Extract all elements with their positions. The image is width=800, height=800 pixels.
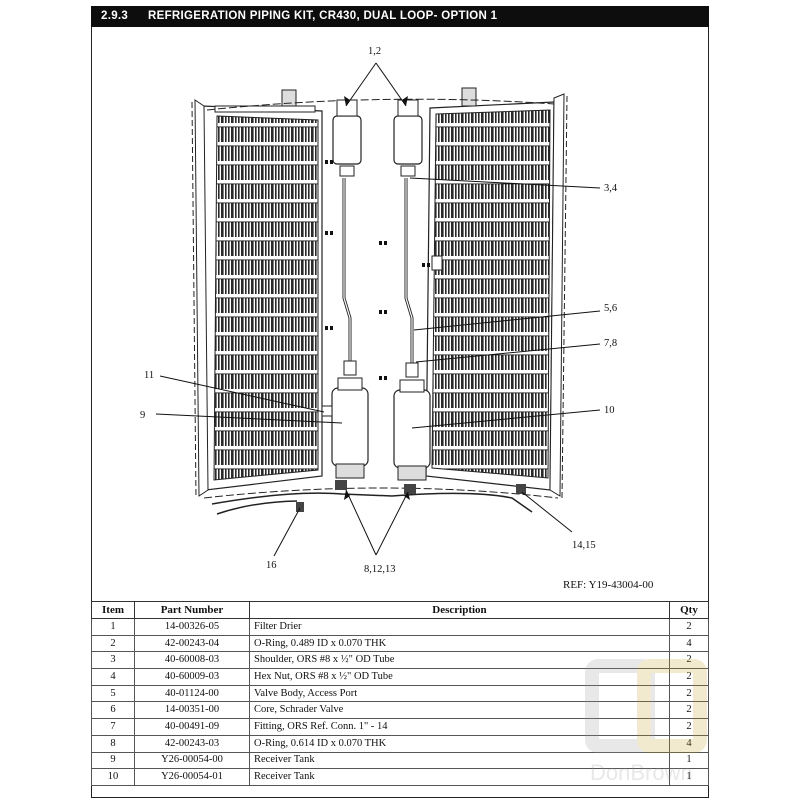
qty-cell: 2 [669,668,709,686]
qty-cell: 2 [669,718,709,736]
part-number-cell: 42-00243-04 [134,634,250,653]
left-condenser [191,89,323,499]
column-header-qty: Qty [669,601,709,619]
description-cell: Fitting, ORS Ref. Conn. 1" - 14 [249,718,670,736]
qty-cell: 4 [669,734,709,753]
table-header-row: Item Part Number Description Qty [91,601,709,619]
item-cell: 2 [91,634,135,653]
description-cell: O-Ring, 0.614 ID x 0.070 THK [249,734,670,753]
section-number: 2.9.3 [101,10,129,22]
description-cell: O-Ring, 0.489 ID x 0.070 THK [249,634,670,653]
part-number-cell: Y26-00054-01 [134,768,250,786]
qty-cell: 4 [669,634,709,653]
qty-cell: 2 [669,701,709,720]
part-number-cell: 40-01124-00 [134,684,250,703]
item-cell: 6 [91,701,135,720]
part-number-cell: Y26-00054-00 [134,751,250,770]
column-header-description: Description [249,601,670,619]
item-cell: 1 [91,618,135,636]
receiver-tank-left [321,377,369,479]
description-cell: Valve Body, Access Port [249,684,670,703]
item-cell: 5 [91,684,135,703]
section-header: 2.9.3 REFRIGERATION PIPING KIT, CR430, D… [91,6,709,27]
callout-5-6: 5,6 [604,303,617,314]
callout-1-2: 1,2 [368,46,381,57]
callout-3-4: 3,4 [604,183,618,194]
callout-7-8: 7,8 [604,338,617,349]
callout-14-15: 14,15 [572,540,596,551]
callout-9: 9 [140,410,145,421]
description-cell: Core, Schrader Valve [249,701,670,720]
item-cell: 9 [91,751,135,770]
description-cell: Hex Nut, ORS #8 x ½" OD Tube [249,668,670,686]
qty-cell: 2 [669,651,709,670]
item-cell: 10 [91,768,135,786]
part-number-cell: 40-60009-03 [134,668,250,686]
part-number-cell: 42-00243-03 [134,734,250,753]
item-cell: 3 [91,651,135,670]
part-number-cell: 14-00326-05 [134,618,250,636]
right-condenser [425,87,568,499]
description-cell: Receiver Tank [249,751,670,770]
callout-10: 10 [604,405,615,416]
exploded-diagram: 1,2 3,4 5,6 7,8 11 9 10 16 8,12,13 14,15 [140,46,618,575]
description-cell: Receiver Tank [249,768,670,786]
callout-8-12-13: 8,12,13 [364,564,396,575]
column-header-part-number: Part Number [134,601,250,619]
filter-drier-left [332,99,362,177]
part-number-cell: 40-00491-09 [134,718,250,736]
qty-cell: 1 [669,768,709,786]
qty-cell: 1 [669,751,709,770]
description-cell: Shoulder, ORS #8 x ½" OD Tube [249,651,670,670]
item-cell: 8 [91,734,135,753]
qty-cell: 2 [669,618,709,636]
part-number-cell: 14-00351-00 [134,701,250,720]
callout-11: 11 [144,370,154,381]
receiver-tank-right [393,379,431,481]
callout-16: 16 [266,560,277,571]
column-header-item: Item [91,601,135,619]
part-number-cell: 40-60008-03 [134,651,250,670]
reference-number: REF: Y19-43004-00 [563,579,654,591]
item-cell: 7 [91,718,135,736]
section-title: REFRIGERATION PIPING KIT, CR430, DUAL LO… [148,10,498,22]
qty-cell: 2 [669,684,709,703]
filter-drier-right [393,99,423,177]
description-cell: Filter Drier [249,618,670,636]
item-cell: 4 [91,668,135,686]
